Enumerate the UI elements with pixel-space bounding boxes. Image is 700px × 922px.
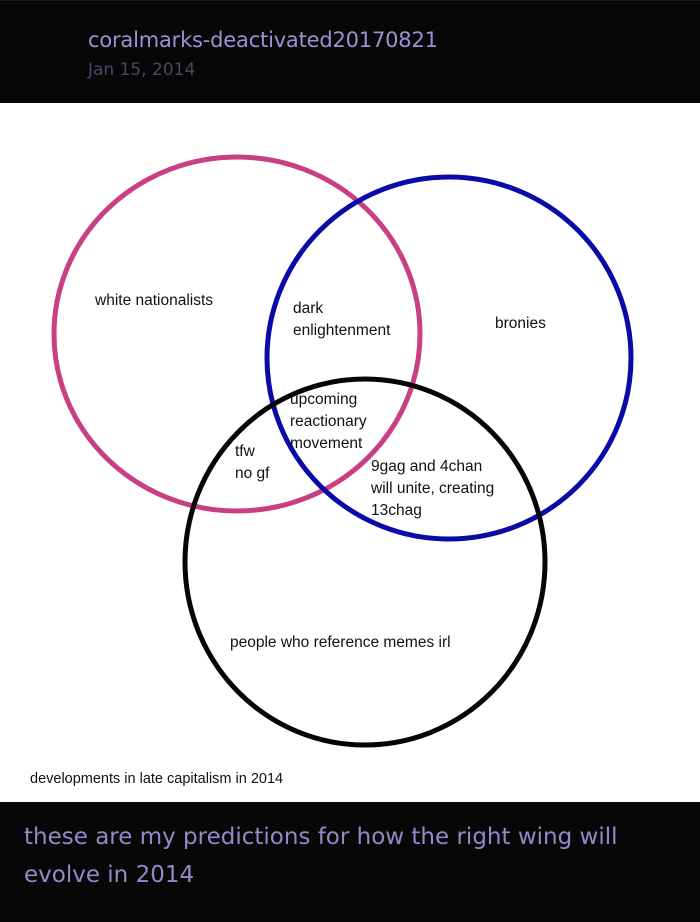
venn-diagram-image: white nationalists dark enlightenment br… <box>0 103 700 802</box>
black-circle <box>182 376 548 748</box>
pink-circle <box>51 154 423 514</box>
label-tfw-no-gf: tfw no gf <box>235 443 270 482</box>
post-header: coralmarks-deactivated20170821 Jan 15, 2… <box>0 0 700 104</box>
label-upcoming-reactionary-movement: upcoming reactionary movement <box>290 391 367 452</box>
venn-circles <box>51 154 634 748</box>
label-dark-enlightenment: dark enlightenment <box>293 300 391 339</box>
diagram-title: developments in late capitalism in 2014 <box>30 771 284 787</box>
blue-circle <box>264 174 634 542</box>
label-white-nationalists: white nationalists <box>95 292 214 309</box>
label-bronies: bronies <box>495 315 546 332</box>
username-link[interactable]: coralmarks-deactivated20170821 <box>88 28 438 52</box>
post-date: Jan 15, 2014 <box>88 60 196 80</box>
label-9gag-4chan: 9gag and 4chan will unite, creating 13ch… <box>371 458 495 519</box>
label-meme-people: people who reference memes irl <box>230 634 451 651</box>
post-caption: these are my predictions for how the rig… <box>24 824 618 888</box>
